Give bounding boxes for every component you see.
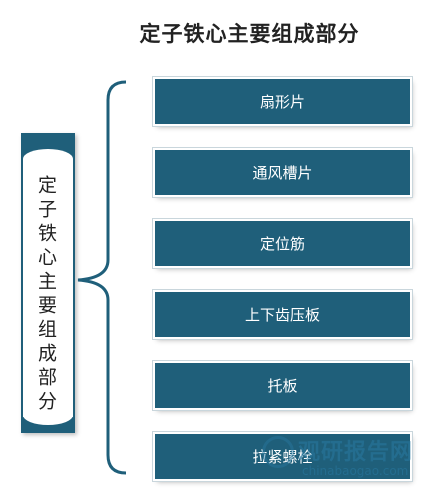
component-item-ventilation-slot-sheet: 通风槽片 — [155, 150, 410, 195]
component-label: 扇形片 — [259, 93, 305, 111]
card-header-band — [23, 135, 73, 159]
component-label: 定位筋 — [259, 235, 305, 253]
diagram-title: 定子铁心主要组成部分 — [139, 21, 360, 46]
component-label: 托板 — [267, 377, 298, 395]
component-label: 上下齿压板 — [244, 306, 320, 324]
card-footer-band — [23, 415, 73, 431]
component-item-positioning-rib: 定位筋 — [155, 221, 410, 266]
component-item-sector-sheet: 扇形片 — [155, 79, 410, 124]
component-label: 拉紧螺栓 — [252, 448, 313, 466]
component-item-tooth-pressure-plate: 上下齿压板 — [155, 292, 410, 337]
component-item-tension-bolt: 拉紧螺栓 — [155, 434, 410, 479]
component-label: 通风槽片 — [252, 164, 313, 182]
category-label: 定子铁心主要组成部分 — [35, 175, 57, 415]
curly-bracket — [77, 80, 127, 475]
category-card: 定子铁心主要组成部分 — [21, 133, 75, 433]
component-item-support-plate: 托板 — [155, 363, 410, 408]
